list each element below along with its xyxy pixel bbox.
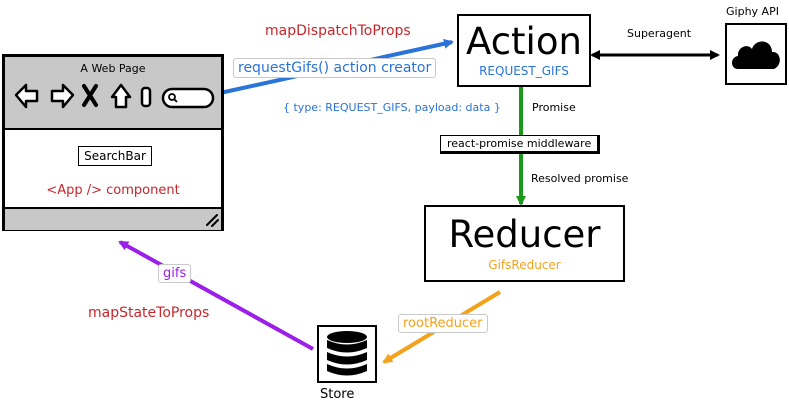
home-icon (110, 83, 132, 109)
browser-toolbar (14, 83, 215, 109)
promise-label: Promise (532, 101, 576, 114)
action-creator-label: requestGifs() action creator (233, 58, 437, 78)
store-label: Store (320, 387, 355, 402)
reducer-subtitle: GifsReducer (488, 258, 561, 272)
action-subtitle: REQUEST_GIFS (479, 64, 569, 78)
map-state-label: mapStateToProps (88, 305, 210, 321)
map-dispatch-label: mapDispatchToProps (265, 23, 411, 39)
giphy-api-label: Giphy API (726, 5, 779, 18)
back-arrow-icon (14, 83, 39, 109)
reducer-node: Reducer GifsReducer (424, 205, 625, 282)
web-page-header: A Web Page (5, 57, 221, 130)
middleware-box: react-promise middleware (440, 135, 601, 154)
magnifier-icon (168, 93, 176, 101)
resolved-promise-label: Resolved promise (531, 172, 629, 185)
database-icon (327, 331, 367, 376)
root-reducer-label: rootReducer (398, 314, 488, 333)
forward-arrow-icon (50, 83, 75, 109)
action-title: Action (466, 20, 582, 63)
resize-grip-icon (206, 214, 219, 227)
search-field-icon (161, 87, 215, 109)
cloud-icon (732, 41, 780, 69)
close-icon (82, 84, 98, 107)
superagent-label: Superagent (627, 27, 692, 40)
web-page-title: A Web Page (80, 62, 146, 75)
app-component-label: <App /> component (46, 183, 180, 198)
web-page-node: A Web Page SearchBar <App /> component (2, 54, 224, 231)
store-node (317, 325, 377, 383)
gifs-label: gifs (158, 264, 192, 283)
reducer-title: Reducer (448, 213, 601, 256)
action-node: Action REQUEST_GIFS (457, 14, 591, 87)
giphy-api-node (725, 23, 787, 85)
searchbar-component: SearchBar (78, 146, 152, 166)
payload-label: { type: REQUEST_GIFS, payload: data } (283, 101, 501, 114)
arrow-store-to-webpage (118, 240, 314, 351)
web-page-footer (5, 207, 221, 230)
bookmark-icon (140, 86, 152, 108)
